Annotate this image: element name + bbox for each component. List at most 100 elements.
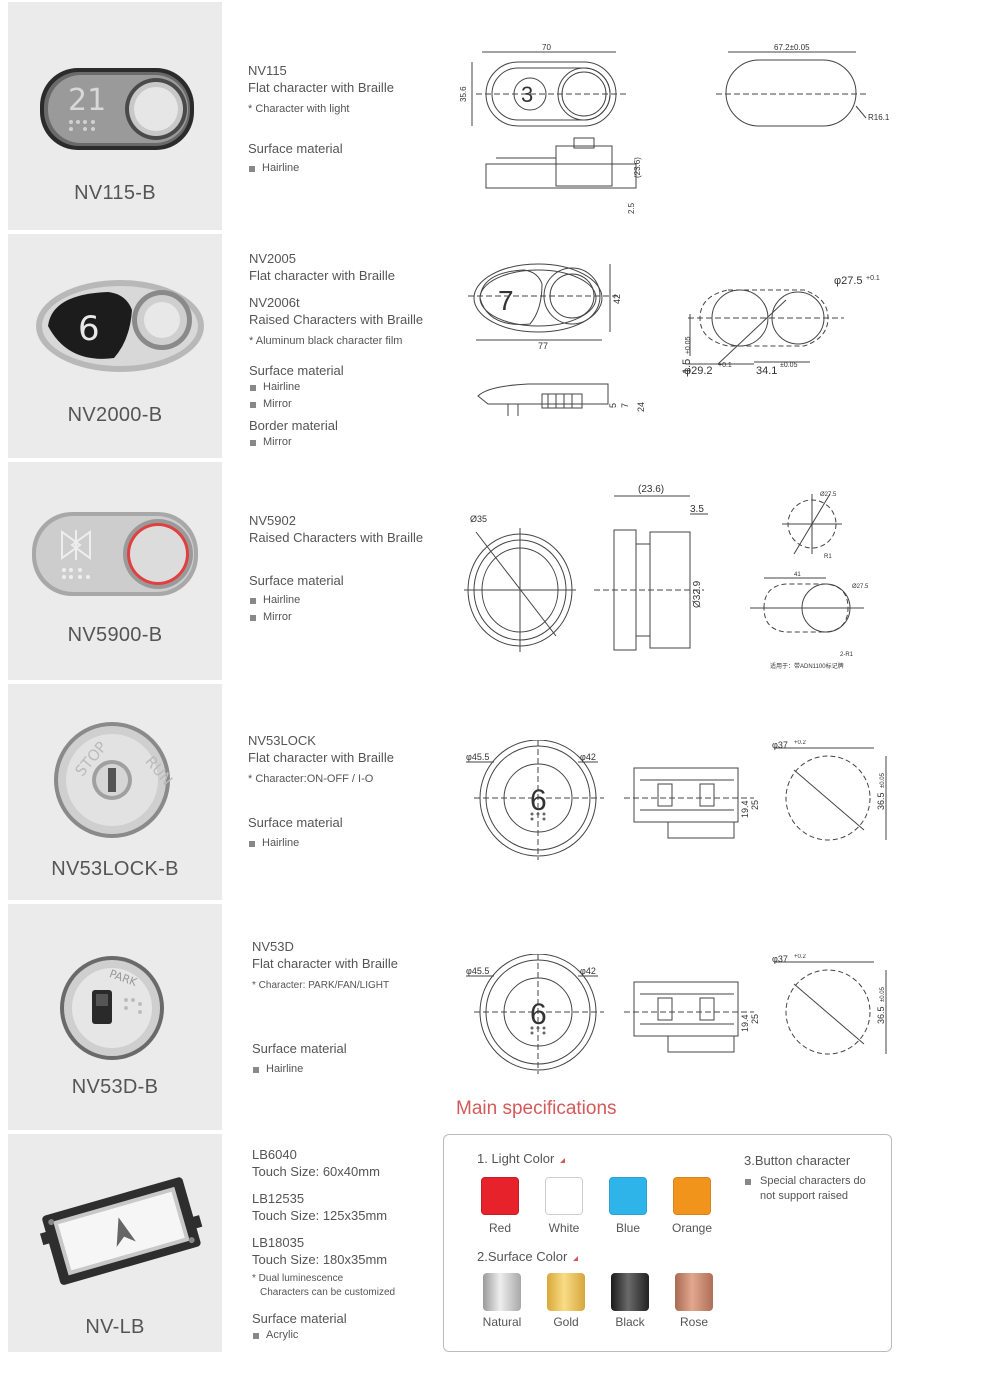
- model-code: LB6040: [252, 1147, 297, 1162]
- swatch-label: Rose: [679, 1315, 708, 1329]
- surface-item: Hairline: [248, 160, 448, 177]
- surface-heading: Surface material: [249, 363, 344, 378]
- model-code: LB12535: [252, 1191, 305, 1206]
- triangle-marker-icon: [573, 1256, 579, 1261]
- dim-label: 25: [750, 800, 760, 810]
- dim-label: 2.5: [627, 202, 636, 214]
- button-character-section: 3.Button character Special characters do…: [744, 1153, 884, 1204]
- model-description: Raised Characters with Braille: [249, 312, 424, 327]
- product-panel: NV-LB: [8, 1134, 222, 1352]
- surface-heading: Surface material: [252, 1311, 347, 1326]
- product-label: NV115-B: [74, 182, 156, 204]
- triangle-marker-icon: [560, 1158, 566, 1163]
- dim-tolerance: +0.1: [718, 362, 732, 369]
- model-code: NV115: [248, 63, 287, 78]
- dim-label: φ45.5: [466, 966, 489, 976]
- model-note: Characters can be customized: [260, 1287, 396, 1298]
- swatch-label: Orange: [671, 1221, 713, 1235]
- dim-tolerance: ±0.05: [880, 772, 886, 788]
- model-code: NV2005: [249, 251, 296, 266]
- surface-item: Mirror: [249, 396, 449, 413]
- nv53d-product-image: PARK: [60, 956, 164, 1060]
- light-color-heading: 1. Light Color: [477, 1151, 566, 1166]
- product-row-nv53lock: STOP RUN NV53LOCK-B NV53LOCK Flat charac…: [8, 684, 992, 900]
- dim-tolerance: +0.2: [794, 740, 807, 746]
- product-info: LB6040 Touch Size: 60x40mm LB12535 Touch…: [252, 1146, 452, 1344]
- model-description: Flat character with Braille: [252, 956, 398, 971]
- dim-label: 35.6: [459, 86, 468, 102]
- model-description: Raised Characters with Braille: [249, 530, 424, 545]
- nv2000-product-image: 6: [36, 280, 204, 372]
- drawing-glyph: 7: [498, 285, 514, 316]
- surface-color-heading: 2.Surface Color: [477, 1249, 579, 1264]
- dim-label: 24: [636, 402, 646, 412]
- swatch-label: Red: [488, 1221, 511, 1235]
- product-label: NV5900-B: [67, 624, 163, 646]
- product-row-nv53d: PARK NV53D-B NV53D Flat character with B…: [8, 904, 992, 1130]
- product-row-nv5900: NV5900-B NV5902 Raised Characters with B…: [8, 462, 992, 680]
- dim-label: 77: [538, 341, 548, 351]
- model-note: * Character:ON-OFF / I-O: [248, 773, 374, 785]
- nv5900-product-image: [32, 512, 198, 596]
- swatch-orange: [673, 1177, 711, 1215]
- dim-label: 19.4: [740, 800, 750, 818]
- model-note: * Character with light: [248, 103, 350, 115]
- dim-label: 41: [794, 572, 801, 578]
- dim-label: Ø32.9: [692, 580, 703, 608]
- dim-label: φ27.5: [834, 275, 863, 287]
- dim-tolerance: +0.2: [794, 954, 807, 960]
- button-character-note: Special characters do not support raised: [744, 1174, 884, 1204]
- nv53lock-product-image: STOP RUN: [54, 722, 176, 838]
- swatch-label: White: [548, 1221, 580, 1235]
- dim-label: φ45.5: [466, 752, 489, 762]
- touch-size: Touch Size: 180x35mm: [252, 1252, 388, 1267]
- surface-item: Hairline: [252, 1061, 452, 1078]
- product-label: NV-LB: [85, 1316, 145, 1338]
- specs-title: Main specifications: [456, 1098, 617, 1119]
- surface-item: Mirror: [249, 609, 449, 626]
- dim-label: 36.5: [876, 792, 886, 810]
- swatch-natural: [483, 1273, 521, 1311]
- touch-size: Touch Size: 60x40mm: [252, 1164, 380, 1179]
- product-label: NV2000-B: [67, 404, 163, 426]
- dim-label: 1.5: [681, 359, 693, 374]
- surface-heading: Surface material: [248, 141, 343, 156]
- drawing-glyph: 6: [530, 998, 547, 1031]
- model-note: * Dual luminescence: [252, 1273, 344, 1284]
- product-row-nvlb: NV-LB LB6040 Touch Size: 60x40mm LB12535…: [8, 1134, 992, 1352]
- swatch-red: [481, 1177, 519, 1215]
- product-row-nv2000: 6 NV2000-B NV2005 Flat character with Br…: [8, 234, 992, 458]
- surface-item: Hairline: [249, 592, 449, 609]
- dim-label: φ42: [580, 752, 596, 762]
- product-info: NV5902 Raised Characters with Braille Su…: [249, 512, 449, 626]
- dim-label: 67.2±0.05: [774, 43, 810, 52]
- drawing-note: 适用于：带ADN1100标记牌: [770, 662, 844, 670]
- swatch-label: Blue: [615, 1221, 641, 1235]
- dim-label: φ29.2: [684, 365, 713, 377]
- nvlb-product-image: [39, 1177, 203, 1285]
- touch-size: Touch Size: 125x35mm: [252, 1208, 388, 1223]
- border-item: Mirror: [249, 434, 449, 451]
- product-row-nv115: 21 NV115-B NV115 Flat character with Bra…: [8, 2, 992, 230]
- dim-tolerance: +0.1: [866, 275, 880, 282]
- nv2000-drawing: 7 77 42 5 7 24 φ27.5 +0.1 1.5 ±0.05: [468, 254, 898, 434]
- drawing-glyph: 3: [521, 82, 533, 107]
- model-code: NV5902: [249, 513, 296, 528]
- model-code: NV53LOCK: [248, 733, 316, 748]
- dim-label: (23.6): [633, 157, 642, 178]
- product-info: NV53D Flat character with Braille * Char…: [252, 938, 452, 1078]
- product-info: NV115 Flat character with Braille * Char…: [248, 62, 448, 177]
- dim-label: 19.4: [740, 1014, 750, 1032]
- product-panel: NV5900-B: [8, 462, 222, 680]
- dim-label: 7: [620, 403, 630, 408]
- dim-label: Ø27.5: [820, 492, 837, 498]
- product-info: NV2005 Flat character with Braille NV200…: [249, 250, 449, 451]
- product-panel: 6 NV2000-B: [8, 234, 222, 458]
- nv115-glyph: 21: [68, 83, 106, 118]
- surface-heading: Surface material: [252, 1041, 347, 1056]
- drawing-glyph: 6: [530, 784, 547, 817]
- swatch-blue: [609, 1177, 647, 1215]
- swatch-black: [611, 1273, 649, 1311]
- dim-label: Ø35: [470, 514, 487, 524]
- model-code: LB18035: [252, 1235, 305, 1250]
